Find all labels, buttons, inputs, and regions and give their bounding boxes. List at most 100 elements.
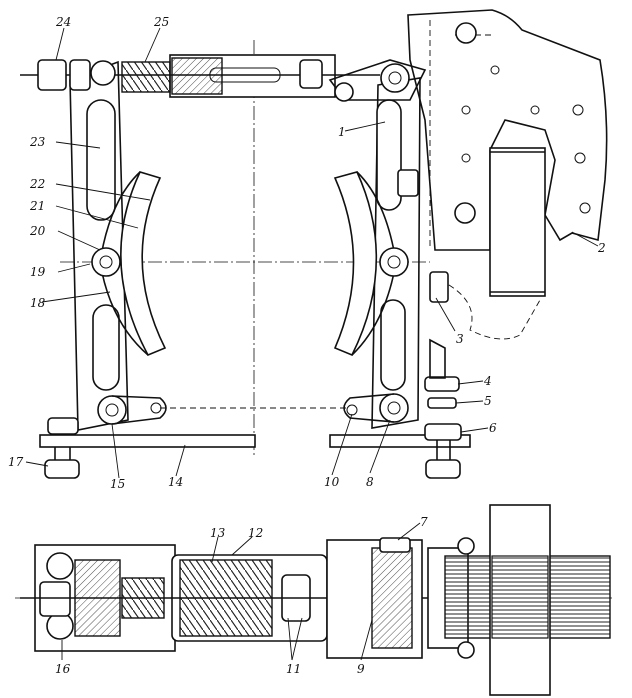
leader-6 (460, 427, 489, 433)
label-21: 21 (29, 199, 45, 213)
label-11: 11 (286, 662, 301, 676)
label-16: 16 (55, 662, 71, 676)
label-9: 9 (357, 662, 365, 676)
left-lever-slot-lower (92, 304, 120, 391)
left-lever-slot-upper (86, 99, 116, 221)
right-link-hole (346, 404, 358, 416)
leader-1 (344, 121, 386, 132)
label-18: 18 (30, 296, 46, 310)
pivot-block-section (371, 547, 413, 649)
leader-13 (211, 536, 219, 563)
leader-10 (331, 413, 353, 476)
bracket-hole-f (574, 152, 586, 164)
right-brake-shoe (333, 171, 378, 357)
plan-nut-bottom (46, 612, 74, 640)
label-12: 12 (248, 526, 263, 540)
label-25: 25 (153, 15, 169, 29)
plan-nut-top (46, 552, 74, 580)
label-6: 6 (489, 421, 497, 435)
left-bottom-pivot-inner (105, 403, 119, 417)
right-shoe-pivot-inner (387, 255, 401, 269)
leader-5 (455, 400, 484, 404)
label-5: 5 (484, 394, 492, 408)
label-7: 7 (420, 515, 428, 529)
label-4: 4 (483, 374, 492, 388)
leader-25 (144, 27, 161, 63)
left-top-pivot (90, 60, 116, 86)
leader-11a (287, 617, 293, 661)
label-10: 10 (324, 475, 340, 489)
leader-12 (231, 536, 253, 556)
leader-19 (57, 263, 91, 273)
plan-magnet-stud-top (457, 537, 475, 555)
leader-23 (55, 141, 101, 149)
leader-8 (369, 419, 391, 474)
label-2: 2 (597, 241, 606, 255)
leader-11b (291, 617, 303, 661)
right-bottom-pivot-inner (387, 401, 401, 415)
label-23: 23 (29, 135, 46, 149)
left-shoe-pivot-inner (99, 255, 113, 269)
label-24: 24 (55, 15, 71, 29)
leader-3 (435, 297, 456, 332)
crank-pivot (380, 63, 410, 93)
leader-17 (25, 461, 49, 467)
label-15: 15 (110, 477, 125, 491)
plan-adjust-nut (39, 581, 71, 617)
plan-magnet-core-winding (491, 555, 549, 639)
right-nut-6 (424, 423, 462, 441)
label-20: 20 (29, 224, 46, 238)
cable-terminal (429, 271, 449, 303)
magnet-bracket (407, 9, 608, 251)
right-washer-5 (427, 397, 457, 409)
left-link-hole (150, 402, 162, 414)
leader-2 (571, 231, 599, 247)
pivot-pin-7 (379, 537, 411, 553)
crank-roller (334, 82, 354, 102)
right-stop-bracket (429, 338, 446, 379)
leader-4 (457, 380, 484, 385)
base-plate-left (39, 434, 256, 448)
leader-24 (55, 27, 65, 61)
leader-20 (57, 230, 101, 251)
electromagnet-coil (489, 147, 546, 297)
plan-view (15, 504, 612, 696)
leader-7 (397, 522, 421, 541)
right-shoe-pivot (379, 247, 409, 277)
plan-magnet-stud-bottom (457, 641, 475, 659)
tie-rod-nut-right (299, 59, 323, 89)
bracket-hole-c (461, 153, 471, 163)
label-22: 22 (29, 177, 45, 191)
label-1: 1 (338, 125, 346, 139)
left-brake-shoe (120, 171, 167, 357)
bracket-hole-e (572, 104, 584, 116)
leader-lines (25, 27, 599, 661)
leader-15 (111, 423, 120, 479)
right-foot-bolt-nut (425, 459, 461, 479)
bracket-bolt-2 (454, 202, 476, 224)
bracket-hole-d (530, 105, 540, 115)
tie-rod-housing-section (171, 57, 223, 95)
left-foot-bolt-nut (44, 459, 80, 479)
label-14: 14 (168, 475, 183, 489)
top-spring-25 (121, 61, 171, 93)
right-bottom-pivot (379, 393, 409, 423)
leader-18 (41, 291, 111, 303)
left-bottom-pivot (97, 395, 127, 425)
leader-14 (175, 444, 186, 477)
label-13: 13 (210, 526, 226, 540)
leader-21 (55, 205, 139, 229)
bracket-bolt-1 (455, 22, 477, 44)
magnet-cable (439, 279, 541, 340)
bracket-hole-b (461, 105, 471, 115)
label-17: 17 (8, 455, 24, 469)
label-3: 3 (456, 332, 464, 346)
leader-22 (55, 183, 151, 201)
right-lever-slot-lower (380, 299, 406, 391)
leader-9 (360, 619, 373, 661)
label-19: 19 (30, 265, 46, 279)
part-labels: 1 2 3 4 5 6 7 8 9 10 11 12 13 14 15 16 1… (8, 15, 606, 676)
upper-right-nut (397, 169, 419, 197)
left-shoe-pivot (91, 247, 121, 277)
